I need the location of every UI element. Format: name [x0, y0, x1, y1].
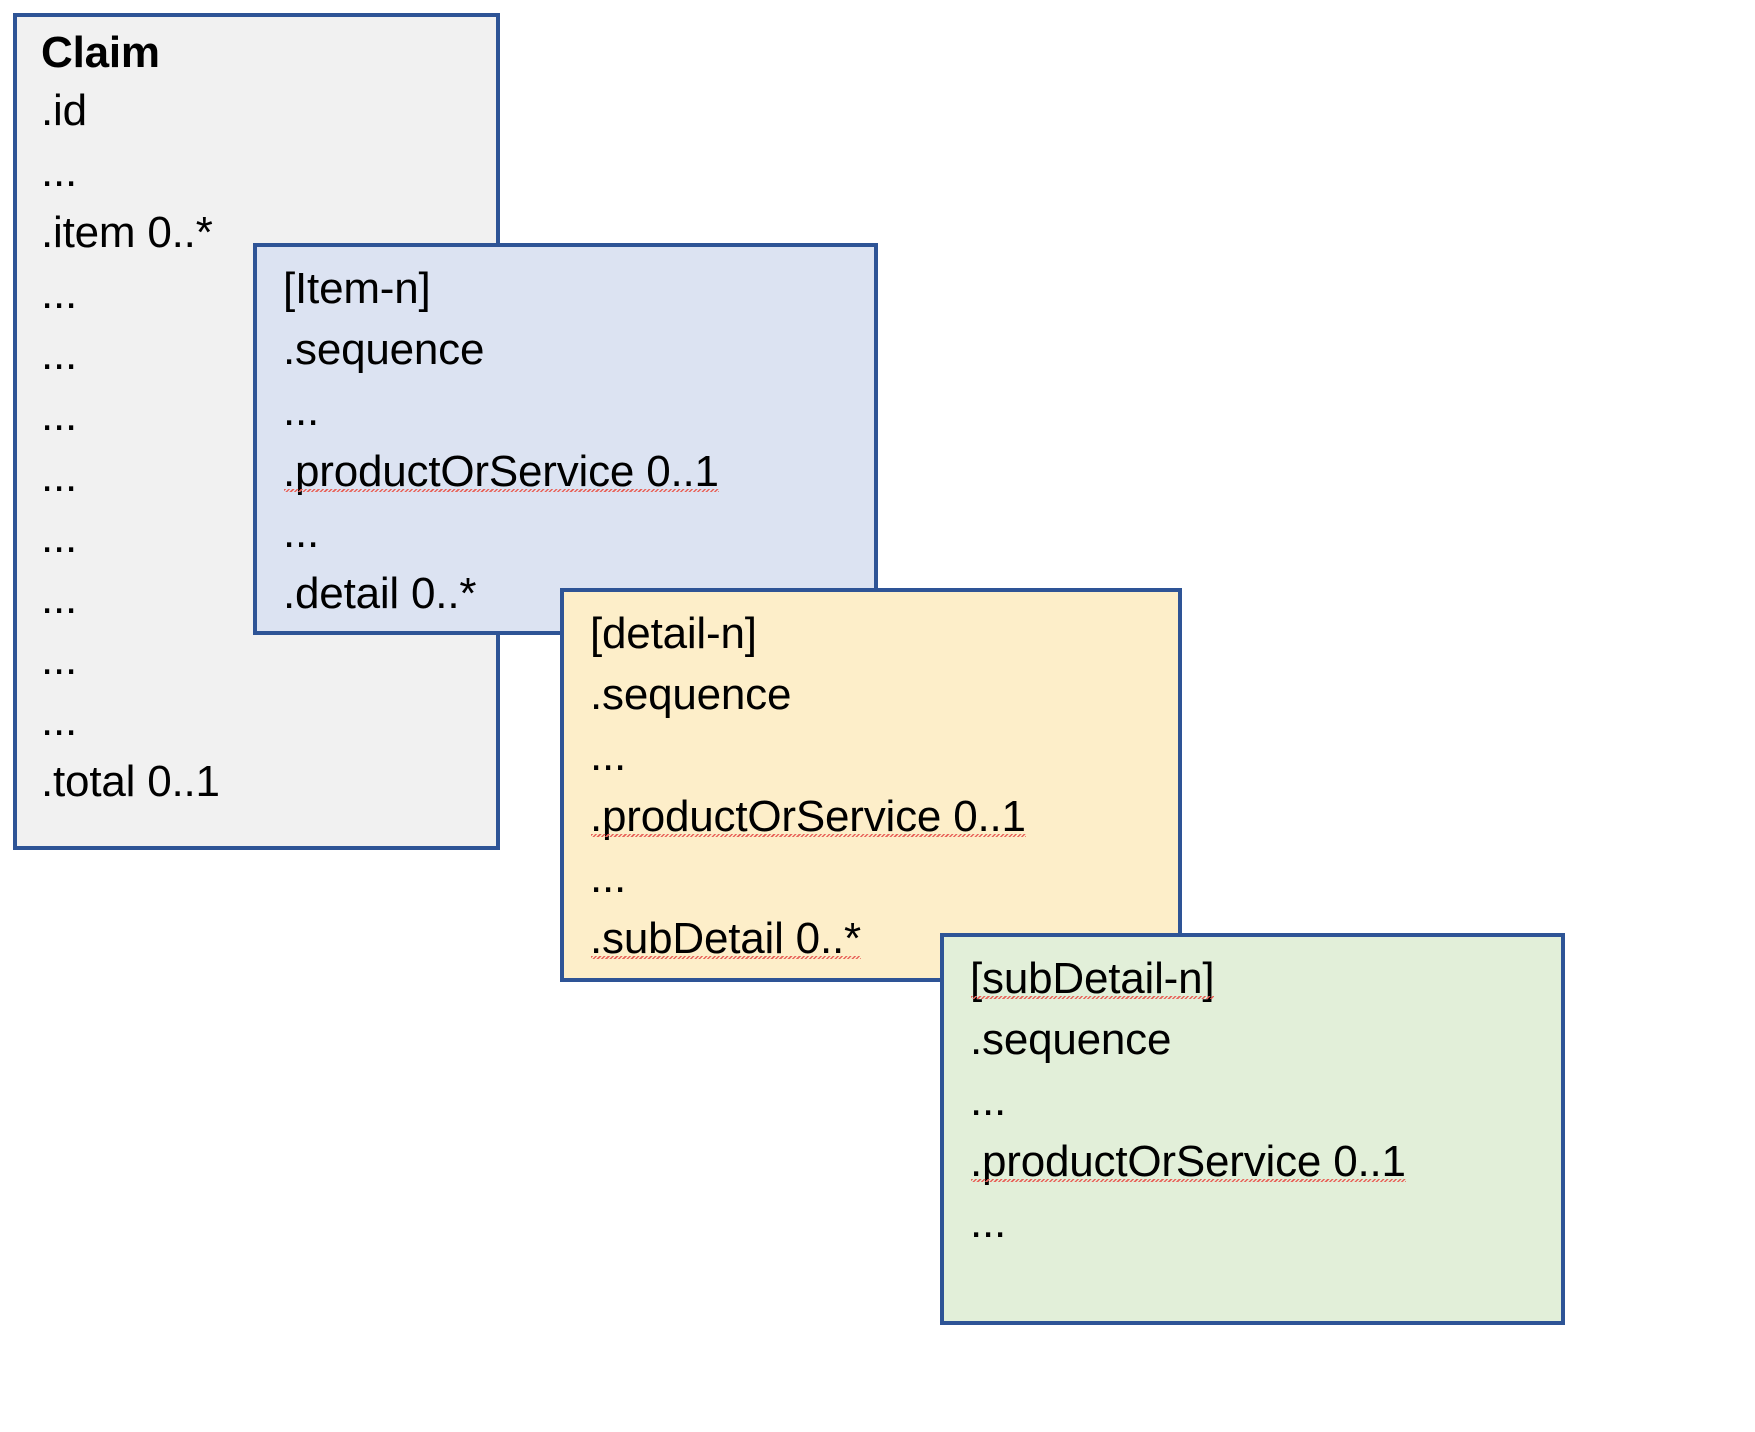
- claim-ellipsis-9: ...: [41, 696, 78, 745]
- detail-card: [detail-n] .sequence ... .productOrServi…: [560, 588, 1182, 982]
- item-field-detail: .detail 0..*: [283, 569, 477, 618]
- subdetail-productorservice-spellcheck-underline: .productOrService 0..1: [970, 1137, 1406, 1186]
- subdetail-ellipsis-2: ...: [970, 1198, 1007, 1247]
- claim-ellipsis-6: ...: [41, 513, 78, 562]
- item-card-header: [Item-n]: [283, 264, 431, 313]
- claim-field-id: .id: [41, 86, 87, 135]
- item-field-productorservice: .productOrService 0..1: [283, 450, 874, 494]
- claim-ellipsis-8: ...: [41, 635, 78, 684]
- detail-card-header: [detail-n]: [590, 609, 757, 658]
- detail-field-sequence: .sequence: [590, 670, 792, 719]
- detail-subdetail-spellcheck-underline: .subDetail 0..*: [590, 914, 861, 963]
- item-ellipsis-2: ...: [283, 508, 320, 557]
- detail-field-subdetail: .subDetail 0..*: [590, 917, 1178, 961]
- claim-ellipsis-7: ...: [41, 574, 78, 623]
- detail-ellipsis-1: ...: [590, 731, 627, 780]
- item-productorservice-spellcheck-underline: .productOrService 0..1: [283, 447, 719, 496]
- claim-ellipsis-3: ...: [41, 330, 78, 379]
- claim-field-item: .item 0..*: [41, 208, 213, 257]
- claim-field-total: .total 0..1: [41, 757, 220, 806]
- detail-ellipsis-2: ...: [590, 853, 627, 902]
- subdetail-card-header: [subDetail-n]: [970, 957, 1561, 1001]
- detail-field-productorservice: .productOrService 0..1: [590, 795, 1178, 839]
- subdetail-card: [subDetail-n] .sequence ... .productOrSe…: [940, 933, 1565, 1325]
- claim-ellipsis-2: ...: [41, 269, 78, 318]
- item-field-sequence: .sequence: [283, 325, 485, 374]
- claim-card-header: Claim: [41, 28, 160, 77]
- claim-ellipsis-1: ...: [41, 147, 78, 196]
- subdetail-field-productorservice: .productOrService 0..1: [970, 1140, 1561, 1184]
- item-card: [Item-n] .sequence ... .productOrService…: [253, 243, 878, 635]
- subdetail-ellipsis-1: ...: [970, 1076, 1007, 1125]
- subdetail-header-spellcheck-underline: [subDetail-n]: [970, 954, 1215, 1003]
- subdetail-field-sequence: .sequence: [970, 1015, 1172, 1064]
- detail-productorservice-spellcheck-underline: .productOrService 0..1: [590, 792, 1026, 841]
- item-ellipsis-1: ...: [283, 386, 320, 435]
- claim-ellipsis-4: ...: [41, 391, 78, 440]
- claim-ellipsis-5: ...: [41, 452, 78, 501]
